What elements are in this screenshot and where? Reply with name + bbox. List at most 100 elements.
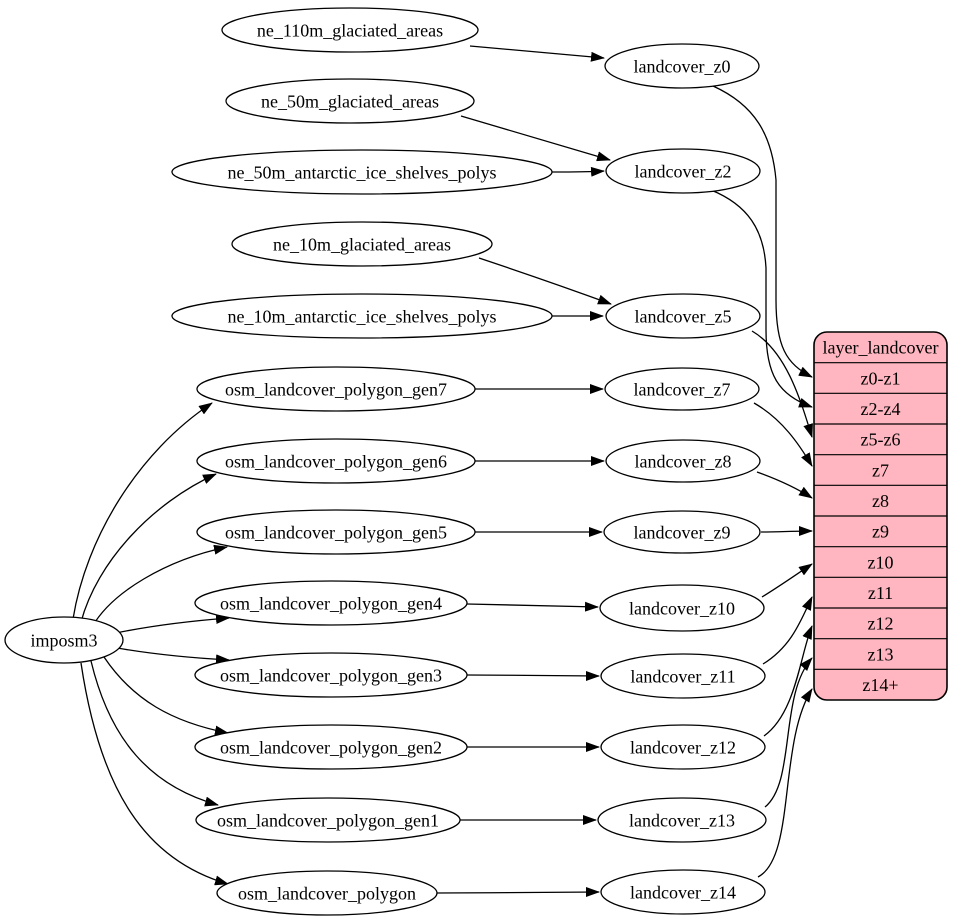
edge-imposm3-to-osm_landcover_polygon_gen6 xyxy=(80,473,217,623)
node-osm_landcover_polygon_gen7: osm_landcover_polygon_gen7 xyxy=(196,366,476,412)
node-ellipse xyxy=(605,293,761,339)
node-ellipse xyxy=(221,7,479,53)
edge-ne_50m_antarctic_ice_shelves_polys-to-landcover_z2 xyxy=(551,166,605,177)
node-ellipse xyxy=(196,509,476,555)
node-label: landcover_z13 xyxy=(629,810,735,830)
edge-imposm3-to-osm_landcover_polygon_gen1 xyxy=(90,660,219,807)
node-ellipse xyxy=(216,870,438,916)
node-label: landcover_z0 xyxy=(634,56,731,76)
edge-imposm3-to-osm_landcover_polygon_gen4 xyxy=(115,614,230,634)
node-label: landcover_z2 xyxy=(635,161,732,181)
node-osm_landcover_polygon_gen6: osm_landcover_polygon_gen6 xyxy=(196,438,476,484)
edge-imposm3-to-osm_landcover_polygon_gen2 xyxy=(103,656,229,736)
edge-landcover_z12-to-layer_landcover:z12 xyxy=(763,625,813,737)
node-label: landcover_z8 xyxy=(635,451,732,471)
node-ellipse xyxy=(194,580,468,626)
node-label: osm_landcover_polygon_gen2 xyxy=(220,737,442,757)
node-osm_landcover_polygon_gen5: osm_landcover_polygon_gen5 xyxy=(196,509,476,555)
record-row-label: z10 xyxy=(868,552,894,572)
record-title: layer_landcover xyxy=(823,338,939,358)
edge-landcover_z2-to-layer_landcover:z2-z4 xyxy=(710,189,813,408)
node-label: osm_landcover_polygon_gen4 xyxy=(220,593,442,613)
node-ellipse xyxy=(196,438,476,484)
record-row-label: z7 xyxy=(872,460,889,480)
record-row-label: z12 xyxy=(868,614,894,634)
record-row-label: z0-z1 xyxy=(861,368,901,388)
node-label: osm_landcover_polygon_gen1 xyxy=(217,810,439,830)
node-label: landcover_z7 xyxy=(634,379,731,399)
record-row-label: z8 xyxy=(872,491,889,511)
node-ellipse xyxy=(231,221,493,267)
edge-imposm3-to-osm_landcover_polygon_gen3 xyxy=(116,647,230,665)
node-ellipse xyxy=(196,366,476,412)
node-label: landcover_z14 xyxy=(630,882,736,902)
node-ellipse xyxy=(194,724,468,770)
node-label: osm_landcover_polygon xyxy=(238,883,416,903)
node-label: landcover_z11 xyxy=(630,666,735,686)
node-landcover_z10: landcover_z10 xyxy=(599,584,765,632)
node-landcover_z7: landcover_z7 xyxy=(604,367,760,411)
edge-imposm3-to-osm_landcover_polygon_gen5 xyxy=(91,544,228,628)
node-label: landcover_z9 xyxy=(634,522,731,542)
record-row-label: z11 xyxy=(868,583,893,603)
edge-imposm3-to-osm_landcover_polygon xyxy=(80,662,229,886)
node-ellipse xyxy=(604,367,760,411)
node-landcover_z2: landcover_z2 xyxy=(605,148,761,194)
node-ellipse xyxy=(171,293,553,339)
edge-landcover_z5-to-layer_landcover:z5-z6 xyxy=(751,330,813,438)
node-osm_landcover_polygon: osm_landcover_polygon xyxy=(216,870,438,916)
edge-ne_50m_glaciated_areas-to-landcover_z2 xyxy=(460,115,611,162)
edge-landcover_z13-to-layer_landcover:z13 xyxy=(764,657,813,808)
record-row-label: z13 xyxy=(868,644,894,664)
edge-ne_110m_glaciated_areas-to-landcover_z0 xyxy=(469,45,605,62)
node-label: ne_50m_antarctic_ice_shelves_polys xyxy=(228,162,497,182)
node-ellipse xyxy=(600,869,766,915)
node-label: ne_50m_glaciated_areas xyxy=(261,91,439,111)
node-label: landcover_z5 xyxy=(635,306,732,326)
node-label: osm_landcover_polygon_gen6 xyxy=(225,451,447,471)
node-ne_10m_glaciated_areas: ne_10m_glaciated_areas xyxy=(231,221,493,267)
node-ellipse xyxy=(605,439,761,483)
edge-osm_landcover_polygon_gen3-to-landcover_z11 xyxy=(466,670,600,681)
node-ellipse xyxy=(603,510,761,554)
record-layer_landcover: layer_landcoverz0-z1z2-z4z5-z6z7z8z9z10z… xyxy=(813,331,948,701)
node-ellipse xyxy=(600,653,766,699)
node-ne_110m_glaciated_areas: ne_110m_glaciated_areas xyxy=(221,7,479,53)
edge-landcover_z14-to-layer_landcover:z14+ xyxy=(757,688,813,878)
node-ellipse xyxy=(4,616,124,664)
edge-osm_landcover_polygon-to-landcover_z14 xyxy=(436,887,600,898)
edge-landcover_z9-to-layer_landcover:z9 xyxy=(760,526,813,537)
node-ellipse xyxy=(600,724,766,770)
node-label: imposm3 xyxy=(30,630,97,650)
node-ellipse xyxy=(225,78,475,124)
edge-landcover_z7-to-layer_landcover:z7 xyxy=(753,402,813,467)
node-ne_10m_antarctic_ice_shelves_polys: ne_10m_antarctic_ice_shelves_polys xyxy=(171,293,553,339)
node-imposm3: imposm3 xyxy=(4,616,124,664)
node-osm_landcover_polygon_gen1: osm_landcover_polygon_gen1 xyxy=(195,797,461,843)
node-ellipse xyxy=(605,148,761,194)
node-landcover_z13: landcover_z13 xyxy=(597,797,767,843)
node-ellipse xyxy=(194,652,468,698)
node-landcover_z8: landcover_z8 xyxy=(605,439,761,483)
record-row-label: z9 xyxy=(872,522,889,542)
node-osm_landcover_polygon_gen3: osm_landcover_polygon_gen3 xyxy=(194,652,468,698)
node-landcover_z11: landcover_z11 xyxy=(600,653,766,699)
node-label: osm_landcover_polygon_gen7 xyxy=(225,379,447,399)
node-landcover_z0: landcover_z0 xyxy=(604,43,760,89)
node-landcover_z5: landcover_z5 xyxy=(605,293,761,339)
node-label: landcover_z12 xyxy=(630,737,736,757)
edge-osm_landcover_polygon_gen4-to-landcover_z10 xyxy=(466,601,599,612)
node-landcover_z9: landcover_z9 xyxy=(603,510,761,554)
node-label: ne_10m_antarctic_ice_shelves_polys xyxy=(228,306,497,326)
node-label: osm_landcover_polygon_gen5 xyxy=(225,522,447,542)
edge-landcover_z10-to-layer_landcover:z10 xyxy=(761,563,813,598)
node-label: ne_110m_glaciated_areas xyxy=(257,20,443,40)
node-ellipse xyxy=(604,43,760,89)
node-osm_landcover_polygon_gen2: osm_landcover_polygon_gen2 xyxy=(194,724,468,770)
edge-landcover_z0-to-layer_landcover:z0-z1 xyxy=(712,85,813,378)
node-landcover_z12: landcover_z12 xyxy=(600,724,766,770)
node-ellipse xyxy=(171,149,553,195)
record-row-label: z14+ xyxy=(862,675,898,695)
